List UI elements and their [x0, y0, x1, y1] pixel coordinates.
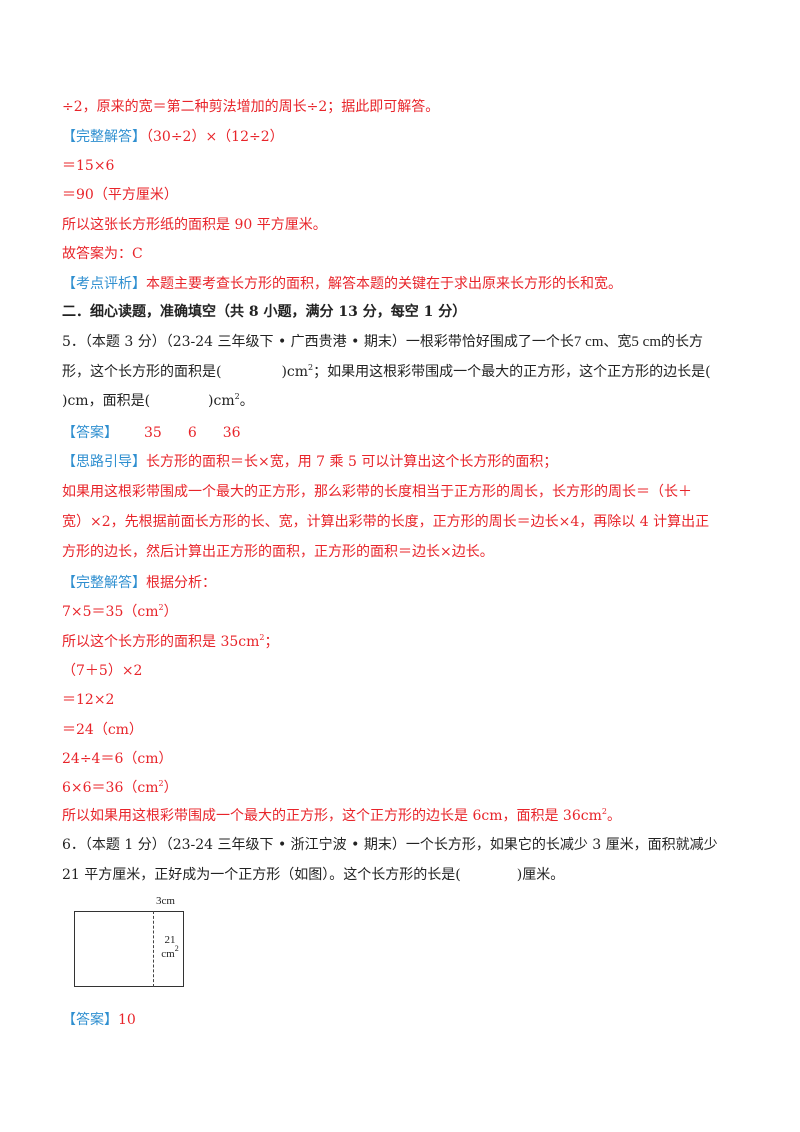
- q6-line-2: 21 平方厘米，正好成为一个正方形（如图）。这个长方形的长是( )厘米。: [62, 865, 564, 885]
- solution-step: ＝12×2: [62, 692, 115, 708]
- guide-text: 如果用这根彩带围成一个最大的正方形，那么彩带的长度相当于正方形的周长，长方形的周…: [62, 484, 692, 500]
- q5-line-2: 形，这个长方形的面积是( )cm2；如果用这根彩带围成一个最大的正方形，这个正方形…: [62, 362, 711, 382]
- solution-step: ＝24（cm）: [62, 722, 143, 738]
- answer-value: 6: [187, 425, 197, 441]
- figure-dashed-line: [153, 911, 154, 987]
- answer-value: 36: [222, 425, 241, 441]
- figure-top-label: 3cm: [156, 895, 175, 907]
- solution-intro: 根据分析：: [146, 575, 216, 591]
- q5-text: ；如果用这根彩带围成一个最大的正方形，这个正方形的边长是(: [313, 364, 711, 380]
- solution-step: 所以这个长方形的面积是 35cm2；: [62, 632, 278, 652]
- review-line: 【考点评析】本题主要考查长方形的面积，解答本题的关键在于求出原来长方形的长和宽。: [62, 274, 622, 294]
- superscript: 2: [158, 779, 164, 788]
- q5-line-3: )cm，面积是( )cm2。: [62, 391, 254, 411]
- step-text: 6×6＝36（cm: [62, 780, 159, 796]
- superscript: 2: [174, 944, 179, 953]
- superscript: 2: [234, 392, 240, 401]
- answer-label: 【答案】: [62, 1012, 118, 1028]
- figure-rectangle: [74, 911, 184, 987]
- q5-text: )cm: [281, 364, 309, 380]
- q5-width: 5 cm: [631, 334, 661, 350]
- step-text: ）: [163, 604, 178, 620]
- superscript: 2: [308, 363, 314, 372]
- conclusion-text: 所以这张长方形纸的面积是 90 平方厘米。: [62, 217, 327, 233]
- q5-text: )cm，面积是(: [62, 393, 151, 409]
- q5-text: )cm: [208, 393, 235, 409]
- q5-solution-line: 【完整解答】根据分析：: [62, 573, 216, 593]
- q5-text: 的长方: [661, 334, 703, 350]
- guide-text: 方形的边长，然后计算出正方形的面积，正方形的面积＝边长×边长。: [62, 544, 494, 560]
- step-text: 所以如果用这根彩带围成一个最大的正方形，这个正方形的边长是 6cm，面积是 36…: [62, 808, 602, 824]
- solution-step: 7×5＝35（cm2）: [62, 602, 178, 622]
- final-answer: 故答案为：C: [62, 246, 143, 262]
- superscript: 2: [259, 633, 265, 642]
- guide-text: 长方形的面积＝长×宽，用 7 乘 5 可以计算出这个长方形的面积；: [146, 454, 558, 470]
- q5-text: 。: [239, 393, 254, 409]
- solution-step: 24÷4＝6（cm）: [62, 751, 173, 767]
- figure-area-label: 21 cm2: [156, 933, 184, 961]
- q5-answer-line: 【答案】 35 6 36: [62, 423, 241, 443]
- guide-label: 【思路引导】: [62, 454, 146, 470]
- review-label: 【考点评析】: [62, 276, 146, 292]
- guide-text: 宽）×2，先根据前面长方形的长、宽，计算出彩带的长度，正方形的周长＝边长×4，再…: [62, 514, 710, 530]
- q5-text: 形，这个长方形的面积是(: [62, 364, 222, 380]
- answer-label: 【答案】: [62, 425, 118, 441]
- q6-line-1: 6．（本题 1 分）（23-24 三年级下 • 浙江宁波 • 期末）一个长方形，…: [62, 837, 718, 853]
- q6-text: 21 平方厘米，正好成为一个正方形（如图）。这个长方形的长是(: [62, 867, 461, 883]
- step-line: ＝15×6: [62, 158, 115, 174]
- step-text: ；: [264, 634, 279, 650]
- solution-conclusion: 所以如果用这根彩带围成一个最大的正方形，这个正方形的边长是 6cm，面积是 36…: [62, 806, 621, 826]
- step-text: 。: [606, 808, 621, 824]
- full-answer-line: 【完整解答】（30÷2）×（12÷2）: [62, 127, 284, 147]
- area-unit: cm: [161, 948, 175, 960]
- q5-text: 5．（本题 3 分）（23-24 三年级下 • 广西贵港 • 期末）一根彩带恰好…: [62, 334, 574, 350]
- full-answer-label: 【完整解答】: [62, 129, 146, 145]
- answer-value: 10: [118, 1012, 136, 1028]
- area-number: 21: [164, 934, 176, 946]
- q5-line-1: 5．（本题 3 分）（23-24 三年级下 • 广西贵港 • 期末）一根彩带恰好…: [62, 332, 703, 352]
- section-title: 二．细心读题，准确填空（共 8 小题，满分 13 分，每空 1 分）: [62, 304, 467, 320]
- q6-answer-line: 【答案】10: [62, 1010, 136, 1030]
- step-text: 所以这个长方形的面积是 35cm: [62, 634, 260, 650]
- rectangle-figure: 3cm 21 cm2: [74, 895, 186, 987]
- full-answer-expr: （30÷2）×（12÷2）: [146, 129, 284, 145]
- superscript: 2: [601, 807, 607, 816]
- step-line: ＝90（平方厘米）: [62, 187, 178, 203]
- q5-guide-line: 【思路引导】长方形的面积＝长×宽，用 7 乘 5 可以计算出这个长方形的面积；: [62, 452, 557, 472]
- solution-label: 【完整解答】: [62, 575, 146, 591]
- answer-value: 35: [144, 425, 162, 441]
- hint-tail: ÷2，原来的宽＝第二种剪法增加的周长÷2；据此即可解答。: [62, 99, 440, 115]
- step-text: ）: [163, 780, 178, 796]
- q6-text: )厘米。: [516, 867, 565, 883]
- review-text: 本题主要考查长方形的面积，解答本题的关键在于求出原来长方形的长和宽。: [146, 276, 622, 292]
- q5-text: 、宽: [603, 334, 632, 350]
- solution-step: 6×6＝36（cm2）: [62, 778, 178, 798]
- q5-length: 7 cm: [573, 334, 604, 350]
- step-text: 7×5＝35（cm: [62, 604, 159, 620]
- solution-step: （7＋5）×2: [62, 663, 143, 679]
- superscript: 2: [158, 603, 164, 612]
